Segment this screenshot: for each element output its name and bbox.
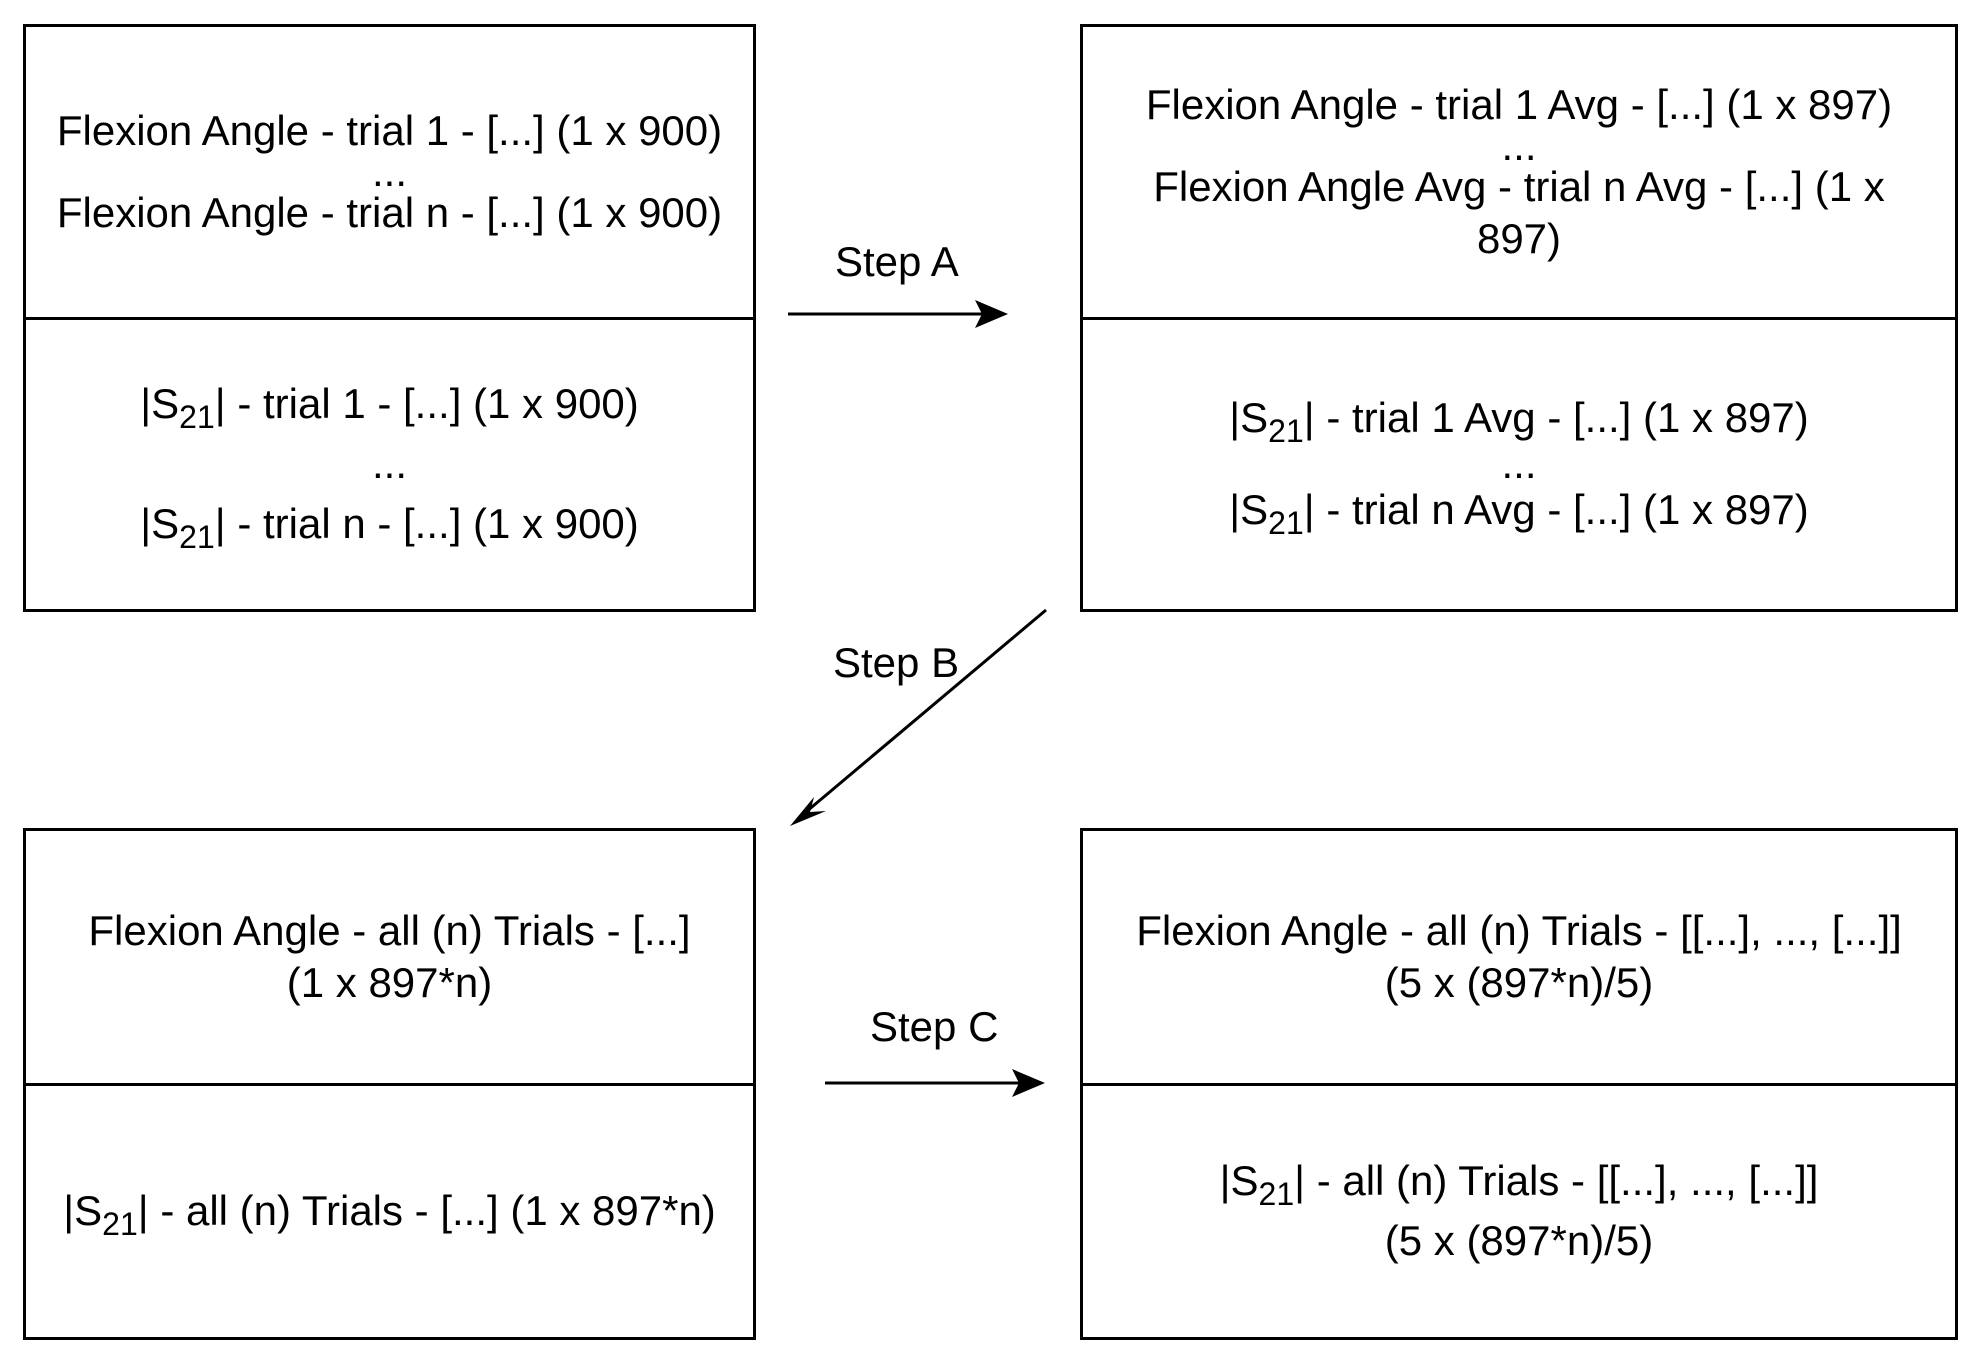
s21-reshaped-shape: (5 x (897*n)/5) xyxy=(1384,1217,1654,1265)
s21-trial-n-line: |S21| - trial n - [...] (1 x 900) xyxy=(140,500,639,556)
s21-reshaped-line: |S21| - all (n) Trials - [[...], ..., [.… xyxy=(1219,1157,1819,1213)
box-concatenated-trials-s21-section: |S21| - all (n) Trials - [...] (1 x 897*… xyxy=(26,1082,753,1338)
step-c-arrow xyxy=(825,1069,1045,1097)
step-c-label: Step C xyxy=(870,1003,999,1050)
flexion-trial-1-line: Flexion Angle - trial 1 - [...] (1 x 900… xyxy=(56,106,723,154)
box-reshaped-trials-flexion-section: Flexion Angle - all (n) Trials - [[...],… xyxy=(1083,831,1955,1083)
box-raw-trials-flexion-section: Flexion Angle - trial 1 - [...] (1 x 900… xyxy=(26,27,753,317)
box-concatenated-trials: Flexion Angle - all (n) Trials - [...] (… xyxy=(23,828,756,1340)
step-a-arrow xyxy=(788,300,1008,328)
step-a-label: Step A xyxy=(835,238,959,285)
box-reshaped-trials-s21-section: |S21| - all (n) Trials - [[...], ..., [.… xyxy=(1083,1082,1955,1338)
s21-trial-n-avg-line: |S21| - trial n Avg - [...] (1 x 897) xyxy=(1229,486,1809,542)
box-averaged-trials: Flexion Angle - trial 1 Avg - [...] (1 x… xyxy=(1080,24,1958,612)
flexion-reshaped-line: Flexion Angle - all (n) Trials - [[...],… xyxy=(1136,906,1902,954)
s21-trial-1-avg-line: |S21| - trial 1 Avg - [...] (1 x 897) xyxy=(1229,394,1809,450)
ellipsis: ... xyxy=(1501,121,1537,169)
box-concatenated-trials-flexion-section: Flexion Angle - all (n) Trials - [...] (… xyxy=(26,831,753,1083)
box-averaged-trials-s21-section: |S21| - trial 1 Avg - [...] (1 x 897) ..… xyxy=(1083,316,1955,610)
ellipsis: ... xyxy=(371,147,407,195)
box-raw-trials: Flexion Angle - trial 1 - [...] (1 x 900… xyxy=(23,24,756,612)
flexion-reshaped-shape: (5 x (897*n)/5) xyxy=(1384,958,1654,1006)
flexion-trial-n-avg-line: Flexion Angle Avg - trial n Avg - [...] … xyxy=(1153,162,1885,262)
ellipsis: ... xyxy=(371,440,407,488)
step-b-label: Step B xyxy=(833,639,960,686)
flexion-all-trials-shape: (1 x 897*n) xyxy=(286,958,493,1006)
s21-all-trials-line: |S21| - all (n) Trials - [...] (1 x 897*… xyxy=(63,1187,716,1243)
flexion-trial-n-line: Flexion Angle - trial n - [...] (1 x 900… xyxy=(56,188,723,236)
ellipsis: ... xyxy=(1501,440,1537,488)
box-raw-trials-s21-section: |S21| - trial 1 - [...] (1 x 900) ... |S… xyxy=(26,316,753,610)
step-b-arrow xyxy=(790,608,1047,826)
s21-trial-1-line: |S21| - trial 1 - [...] (1 x 900) xyxy=(140,380,639,436)
flexion-all-trials-line: Flexion Angle - all (n) Trials - [...] xyxy=(88,906,691,954)
box-reshaped-trials: Flexion Angle - all (n) Trials - [[...],… xyxy=(1080,828,1958,1340)
flexion-trial-1-avg-line: Flexion Angle - trial 1 Avg - [...] (1 x… xyxy=(1145,80,1893,128)
box-averaged-trials-flexion-section: Flexion Angle - trial 1 Avg - [...] (1 x… xyxy=(1083,27,1955,317)
